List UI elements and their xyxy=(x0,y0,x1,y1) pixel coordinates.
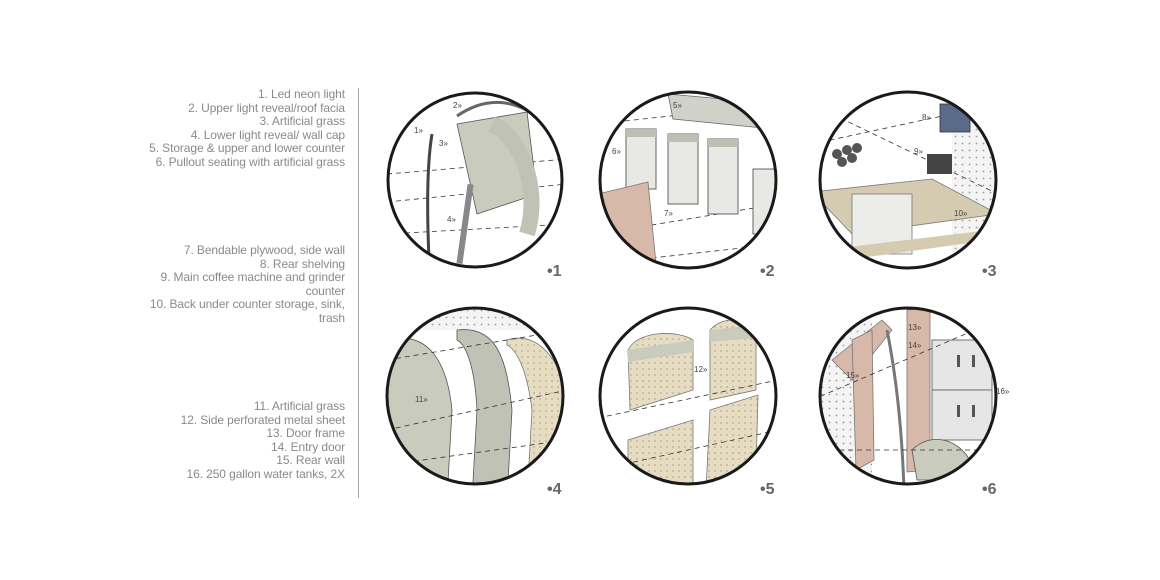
legend-group-3: 11. Artificial grass 12. Side perforated… xyxy=(180,399,346,482)
detail-circle xyxy=(386,91,564,269)
detail-circle xyxy=(598,90,778,270)
detail-circle xyxy=(598,306,778,486)
callout-label: 6» xyxy=(612,147,621,156)
legend-item: trash xyxy=(318,310,345,325)
legend-item: 8. Rear shelving xyxy=(259,256,345,271)
callout-label: 15» xyxy=(846,371,860,380)
callout-label: 8» xyxy=(922,113,931,122)
detail-panel-2: 5» 6» 7» •2 xyxy=(598,90,778,280)
legend-item: 4. Lower light reveal/ wall cap xyxy=(190,127,345,142)
legend-item: 15. Rear wall xyxy=(276,453,345,468)
legend-group-2: 7. Bendable plywood, side wall 8. Rear s… xyxy=(149,243,346,326)
callout-label: 5» xyxy=(673,101,682,110)
panel-number: •3 xyxy=(982,263,997,280)
callout-label: 10» xyxy=(954,209,968,218)
callout-label: 11» xyxy=(415,395,428,404)
callout-label: 16» xyxy=(996,387,1010,396)
legend-item: 2. Upper light reveal/roof facia xyxy=(188,100,345,115)
vertical-divider xyxy=(358,88,359,498)
detail-panel-1: 1» 2» 3» 4» •1 xyxy=(386,91,564,280)
legend-item: 7. Bendable plywood, side wall xyxy=(183,243,345,257)
legend-item: 3. Artificial grass xyxy=(259,114,346,129)
callout-label: 3» xyxy=(439,139,448,148)
callout-label: 13» xyxy=(908,323,922,332)
legend-group-1: 1. Led neon light 2. Upper light reveal/… xyxy=(149,87,346,170)
detail-panel-5: 12» •5 xyxy=(598,306,778,498)
legend-item: 1. Led neon light xyxy=(257,87,345,101)
callout-label: 2» xyxy=(453,101,462,110)
detail-panel-6: 13» 14» 15» 16» •6 xyxy=(818,306,1010,498)
legend-item: 10. Back under counter storage, sink, xyxy=(149,297,345,312)
legend-item: counter xyxy=(305,283,345,298)
legend-item: 9. Main coffee machine and grinder xyxy=(160,270,346,285)
legend-item: 13. Door frame xyxy=(266,426,345,441)
callout-label: 9» xyxy=(914,147,923,156)
detail-circle xyxy=(818,306,998,486)
legend-item: 6. Pullout seating with artificial grass xyxy=(155,154,346,169)
callout-label: 4» xyxy=(447,215,456,224)
detail-panel-4: 11» •4 xyxy=(385,306,565,498)
callout-label: 7» xyxy=(664,209,673,218)
panel-number: •1 xyxy=(547,263,562,280)
legend-item: 12. Side perforated metal sheet xyxy=(180,412,345,427)
panel-number: •5 xyxy=(760,481,775,498)
detail-circle xyxy=(818,90,998,270)
panel-number: •4 xyxy=(547,481,562,498)
panel-number: •2 xyxy=(760,263,775,280)
detail-circle xyxy=(385,306,565,486)
callout-label: 12» xyxy=(694,365,708,374)
callout-label: 1» xyxy=(414,126,423,135)
panel-number: •6 xyxy=(982,481,997,498)
legend-item: 14. Entry door xyxy=(271,439,345,454)
legend-item: 11. Artificial grass xyxy=(253,399,345,413)
legend-item: 16. 250 gallon water tanks, 2X xyxy=(186,466,346,481)
bendable-plywood xyxy=(600,181,659,268)
legend-item: 5. Storage & upper and lower counter xyxy=(149,141,345,156)
detail-panel-3: 8» 9» 10» •3 xyxy=(818,90,998,280)
callout-label: 14» xyxy=(908,341,922,350)
